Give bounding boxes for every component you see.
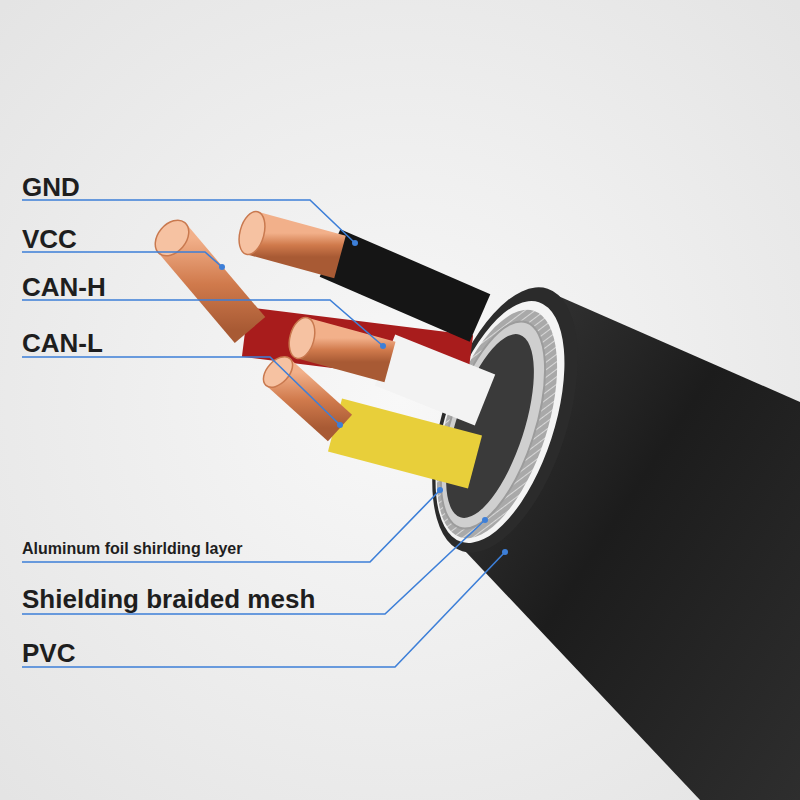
black-insulation [330, 253, 480, 318]
leader-dots [219, 240, 508, 555]
signal-label: CAN-L [22, 330, 103, 356]
leader-dot [337, 422, 343, 428]
white-insulation [385, 360, 485, 400]
signal-label: CAN-H [22, 274, 106, 300]
signal-label: GND [22, 174, 80, 200]
layer-label: Shielding braided mesh [22, 586, 315, 612]
copper-tip [148, 214, 195, 263]
leader-dot [502, 549, 508, 555]
layer-label: Aluminum foil shirlding layer [22, 541, 242, 557]
layer-label: PVC [22, 640, 75, 666]
leader-lines [22, 200, 505, 667]
copper-tip [235, 209, 270, 258]
leader-line [22, 552, 505, 667]
leader-dot [482, 517, 488, 523]
leader-dot [352, 240, 358, 246]
leader-dot [380, 343, 386, 349]
leader-dot [437, 487, 443, 493]
leader-line [22, 490, 440, 562]
leader-line [22, 252, 222, 267]
copper-tip [285, 315, 319, 362]
signal-label: VCC [22, 226, 77, 252]
copper-strands [252, 233, 340, 257]
yellow-insulation [335, 425, 475, 462]
leader-dot [219, 264, 225, 270]
copper-strands [278, 372, 340, 428]
leader-line [22, 357, 340, 425]
leader-line [22, 520, 485, 614]
